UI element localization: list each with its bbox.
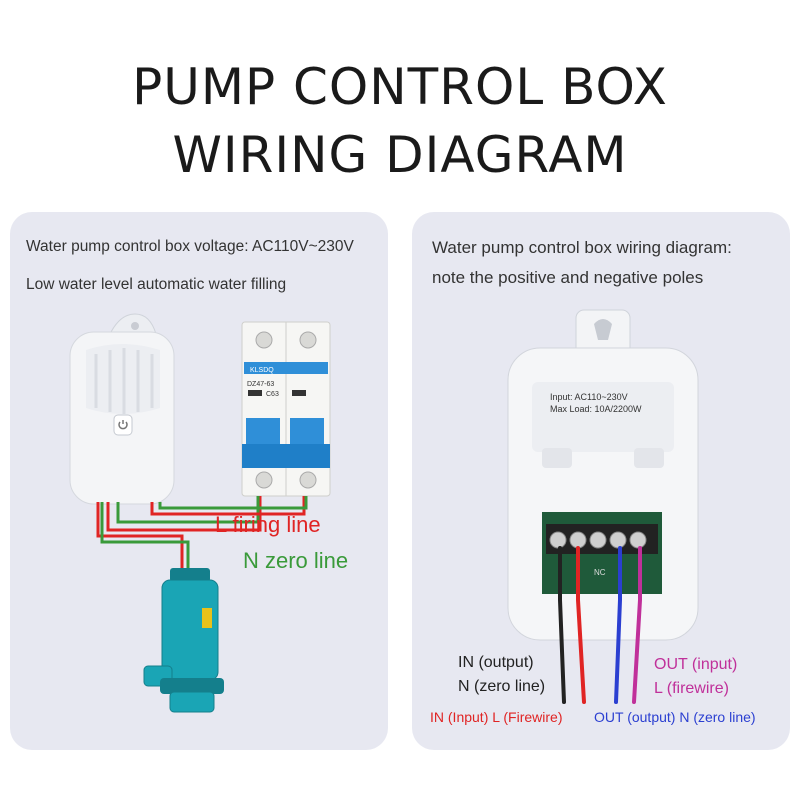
submersible-pump: [143, 568, 224, 713]
title-line-2: WIRING DIAGRAM: [172, 126, 628, 184]
label-in-input-l-firewire: IN (Input) L (Firewire): [430, 709, 563, 725]
right-panel: Water pump control box wiring diagram: n…: [412, 212, 790, 750]
power-button-icon: [118, 420, 128, 430]
label-in-output: IN (output): [458, 654, 534, 671]
breaker-brand: KLSDQ: [250, 367, 274, 374]
right-caption-poles: note the positive and negative poles: [432, 268, 704, 287]
label-n-zero-line-right: N (zero line): [458, 678, 546, 695]
label-out-output-n-zero-line: OUT (output) N (zero line): [594, 709, 756, 725]
left-wiring-illustration: KLSDQ DZ47-63 C63: [69, 313, 331, 713]
right-wiring-illustration: [507, 309, 699, 704]
left-wires: [96, 496, 308, 570]
left-caption-filling: Low water level automatic water filling: [26, 276, 287, 293]
title-line-1: PUMP CONTROL BOX: [132, 58, 668, 116]
spec-max-load: Max Load: 10A/2200W: [550, 404, 642, 414]
label-l-firing-line: L firing line: [215, 512, 321, 537]
spec-input: Input: AC110~230V: [550, 392, 628, 402]
terminal-nc-label: NC: [594, 568, 606, 577]
left-caption-voltage: Water pump control box voltage: AC110V~2…: [26, 238, 354, 255]
label-out-input: OUT (input): [654, 656, 738, 673]
control-box: [69, 313, 175, 505]
circuit-breaker: [241, 321, 331, 497]
breaker-model: DZ47-63: [247, 381, 274, 388]
right-wires: [558, 546, 642, 704]
label-n-zero-line: N zero line: [243, 548, 349, 573]
right-caption-wiring: Water pump control box wiring diagram:: [432, 238, 732, 257]
label-l-firewire: L (firewire): [654, 680, 729, 697]
breaker-rating: C63: [266, 391, 279, 398]
left-panel: Water pump control box voltage: AC110V~2…: [10, 212, 388, 750]
